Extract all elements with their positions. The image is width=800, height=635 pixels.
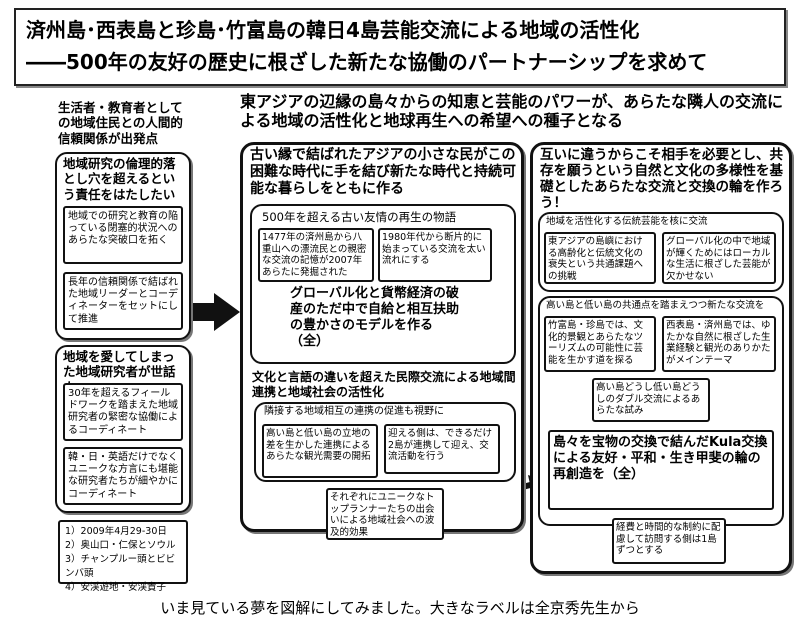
title-line-1: 済州島･西表島と珍島･竹富島の韓日4島芸能交流による地域の活性化	[26, 18, 640, 42]
traditional-label: 地域を活性化する伝統芸能を核に交流	[546, 216, 708, 227]
neighbor-item-2: 迎える側は、できるだけ2島が連携して迎え、交流活動を行う	[384, 424, 500, 474]
ethics-box: 地域研究の倫理的落とし穴を超えるという責任をはたしたい 地域での研究と教育の陥っ…	[55, 152, 191, 340]
left-header: 生活者・教育者としての地域住民との人間的信頼関係が出発点	[58, 100, 183, 146]
researcher-item-2: 韓・日・英語だけでなくユニークな方言にも堪能な研究者たちが細やかにコーディネート	[63, 447, 183, 505]
title-box: 済州島･西表島と珍島･竹富島の韓日4島芸能交流による地域の活性化 ――500年の…	[14, 8, 786, 86]
ethics-title: 地域研究の倫理的落とし穴を超えるという責任をはたしたい	[63, 156, 176, 202]
friendship-item-2: 1980年代から断片的に始まっている交流を太い流れにする	[378, 228, 492, 282]
ethics-item-1: 地域での研究と教育の陥っている閉塞的状況へのあらたな突破口を拓く	[63, 206, 183, 264]
islands-item-1: 竹富島・珍島では、文化的景観とあらたなツーリズムの可能性に芸能を生かす道を探る	[544, 316, 656, 372]
islands-box: 高い島と低い島の共通点を踏まえつつ新たな交流を 竹富島・珍島では、文化的景観とあ…	[538, 296, 784, 526]
traditional-item-1: 東アジアの島嶼における高齢化と伝統文化の衰失という共通課題への挑戦	[544, 232, 656, 284]
runners-box: それぞれにユニークなトップランナーたちの出会いによる地域社会への波及的効果	[326, 488, 444, 540]
traditional-box: 地域を活性化する伝統芸能を核に交流 東アジアの島嶼における高齢化と伝統文化の衰失…	[538, 212, 784, 292]
notes-box: 1）2009年4月29-30日 2）奥山口・仁保とソウル 3）チャンプルー頭とビ…	[58, 520, 188, 593]
note-1: 1）2009年4月29-30日	[65, 526, 167, 537]
title-line-2: ――500年の友好の歴史に根ざした新たな協働のパートナーシップを求めて	[26, 50, 708, 74]
friendship-box: 500年を超える古い友情の再生の物語 1477年の済州島から八重山への漂流民との…	[250, 204, 516, 364]
traditional-item-2: グローバル化の中で地域が輝くためにはローカルな生活に根ざした芸能が欠かせない	[662, 232, 776, 284]
right-panel-title: 互いに違うからこそ相手を必要とし、共存を願うという自然と文化の多様性を基礎とした…	[540, 147, 783, 211]
global-model: グローバル化と貨幣経済の破産のただ中で自給と相互扶助の豊かさのモデルを作る（全）	[290, 286, 460, 349]
neighbor-item-1: 高い島と低い島の立地の差を生かした連携によるあらたな観光需要の開拓	[262, 424, 378, 478]
researcher-box: 地域を愛してしまった地域研究者が世話人 30年を超えるフィールドワークを踏まえた…	[55, 345, 191, 513]
ethics-item-2: 長年の信頼関係で結ばれた地域リーダーとコーディネーターをセットにして推進	[63, 272, 183, 330]
researcher-item-1: 30年を超えるフィールドワークを踏まえた地域研究者の緊密な協働によるコーディネー…	[63, 383, 183, 441]
neighbor-label: 隣接する地域相互の連携の促進も視野に	[264, 406, 444, 417]
note-3: 3）チャンプルー頭とビビンバ頭	[65, 554, 176, 579]
friendship-item-1: 1477年の済州島から八重山への漂流民との親密な交流の記憶が2007年あらたに発…	[258, 228, 374, 282]
top-banner: 東アジアの辺縁の島々からの知恵と芸能のパワーが、あらたな隣人の交流による地域の活…	[240, 92, 784, 130]
islands-item-3: 高い島どうし低い島どうしのダブル交流によるあらたな試み	[592, 378, 710, 422]
friendship-label: 500年を超える古い友情の再生の物語	[262, 210, 457, 224]
islands-item-2: 西表島・済州島では、ゆたかな自然に根ざした生業経験と観光のありかたがメインテーマ	[662, 316, 776, 372]
middle-panel-title: 古い縁で結ばれたアジアの小さな民がこの困難な時代に手を結び新たな時代と持続可能な…	[250, 147, 516, 197]
kula-box: 島々を宝物の交換で結んだKula交換による友好・平和・生き甲斐の輪の再創造を（全…	[548, 430, 774, 510]
main-arrow	[186, 293, 240, 331]
note-2: 2）奥山口・仁保とソウル	[65, 540, 176, 551]
islands-label: 高い島と低い島の共通点を踏まえつつ新たな交流を	[546, 300, 765, 311]
exchange-header: 文化と言語の違いを超えた民際交流による地域間連携と地域社会の活性化	[252, 370, 516, 399]
neighbor-box: 隣接する地域相互の連携の促進も視野に 高い島と低い島の立地の差を生かした連携によ…	[254, 402, 516, 482]
note-4: 4）安渓遊地・安渓貴子	[65, 582, 167, 593]
constraint-box: 経費と時間的な制約に配慮して訪問する側は1島ずつとする	[612, 518, 726, 564]
caption: いま見ている夢を図解にしてみました。大きなラベルは全京秀先生から	[160, 599, 640, 617]
